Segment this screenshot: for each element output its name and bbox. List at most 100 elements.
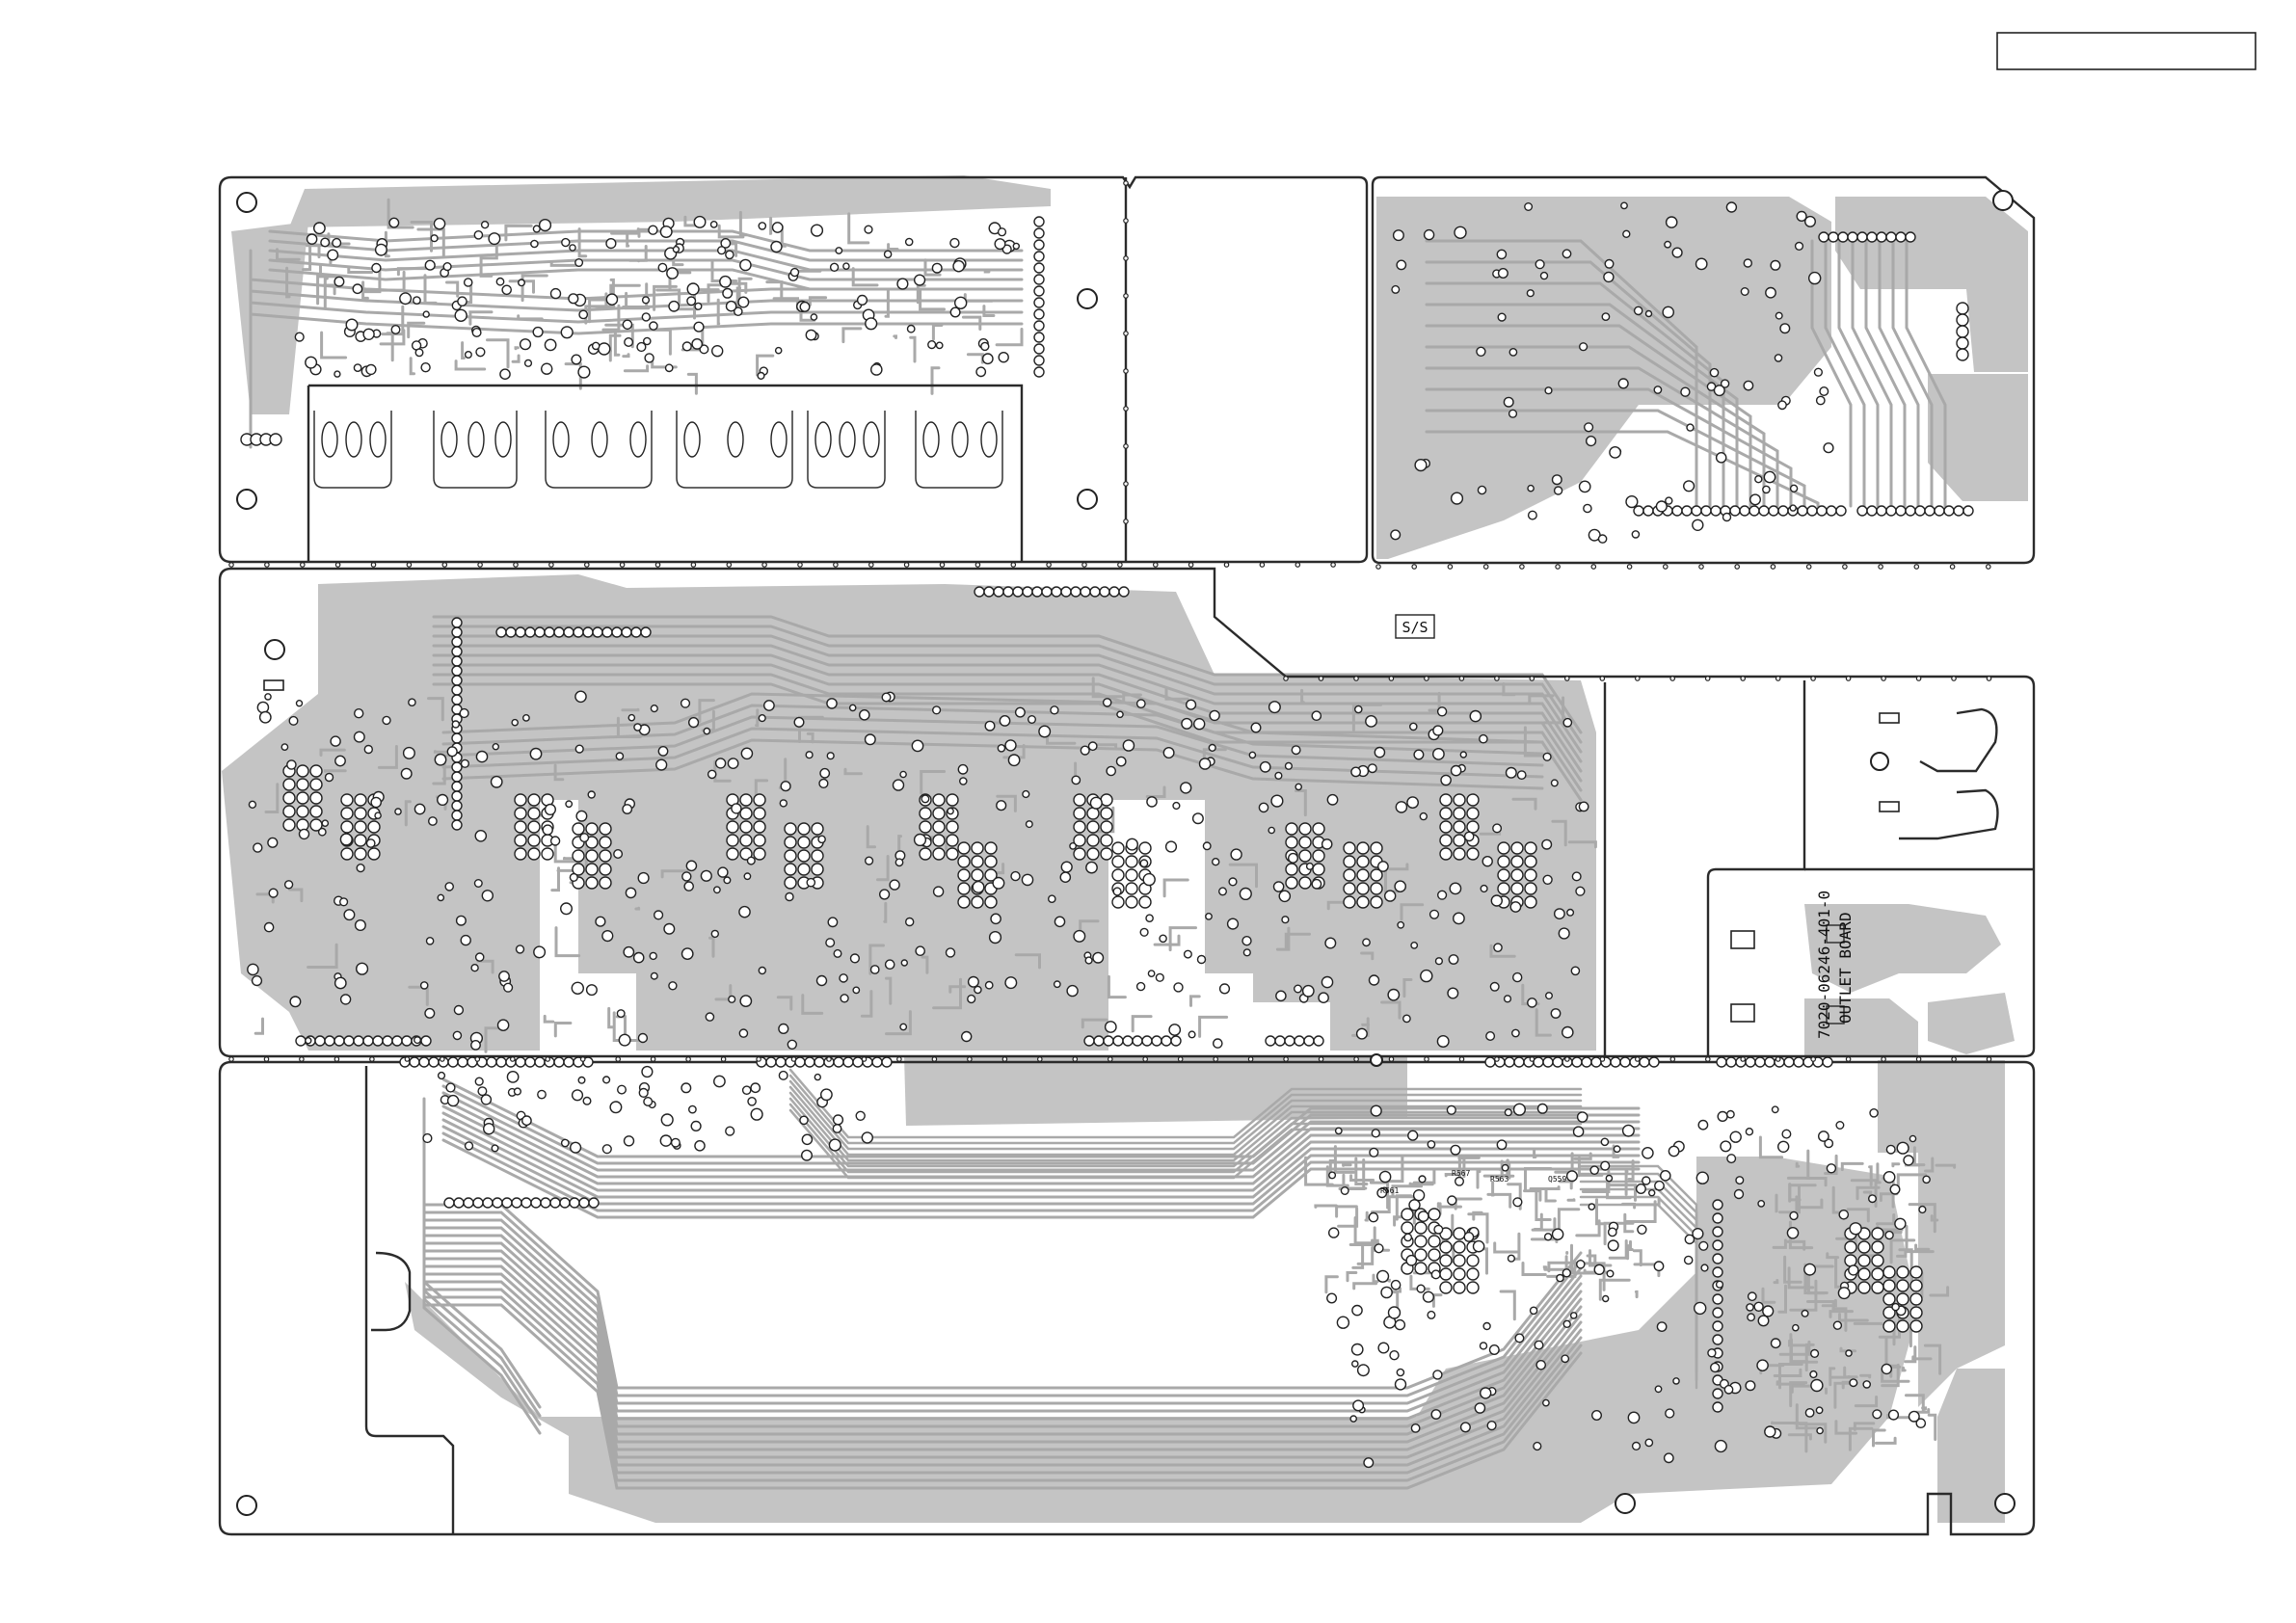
pad — [1833, 1321, 1841, 1329]
connector-pad — [441, 422, 457, 457]
pad — [1794, 1057, 1803, 1067]
pad — [366, 364, 376, 374]
pad — [389, 218, 399, 227]
pad — [933, 821, 945, 833]
perforation — [968, 1057, 972, 1061]
pad — [901, 960, 907, 966]
perforation — [1002, 1057, 1006, 1061]
pad — [465, 279, 472, 286]
pad — [1580, 343, 1588, 351]
pad — [586, 823, 598, 835]
pad — [1127, 838, 1138, 850]
pad — [1240, 889, 1251, 900]
pad — [1695, 1302, 1706, 1314]
perforation — [1706, 677, 1710, 680]
pad — [423, 311, 429, 317]
pad — [631, 627, 641, 637]
pad — [1371, 883, 1382, 894]
trace — [488, 340, 509, 367]
pad — [583, 1098, 591, 1105]
connector-pad — [684, 422, 700, 457]
pad — [1274, 882, 1284, 891]
perforation — [869, 563, 873, 567]
pad — [953, 261, 964, 272]
pad — [933, 706, 941, 714]
pad — [1101, 821, 1112, 833]
pad — [546, 805, 556, 815]
pad — [806, 752, 813, 758]
pad — [1188, 1031, 1195, 1038]
pad — [1487, 1422, 1496, 1430]
pad — [694, 217, 706, 228]
pad — [669, 982, 677, 990]
perforation — [1600, 677, 1604, 680]
pad — [623, 805, 631, 813]
pad — [695, 303, 702, 309]
trace — [325, 771, 345, 772]
perforation — [862, 1057, 866, 1061]
pad — [1126, 896, 1137, 908]
trace — [378, 272, 404, 290]
pad — [1791, 485, 1798, 492]
pad — [1454, 835, 1465, 846]
pad — [958, 896, 970, 908]
pad — [906, 918, 914, 926]
pad — [1181, 783, 1191, 793]
pad — [1355, 705, 1362, 712]
pad — [1572, 1057, 1582, 1067]
pad — [1363, 939, 1370, 945]
perforation — [1591, 565, 1595, 569]
pad — [1782, 1130, 1791, 1138]
pad — [1715, 1441, 1726, 1452]
pad — [798, 864, 810, 875]
pad — [1518, 771, 1526, 779]
perforation — [940, 563, 944, 567]
pad — [1775, 312, 1782, 319]
perforation — [1412, 565, 1416, 569]
perforation — [1882, 1057, 1885, 1061]
pad — [588, 791, 595, 798]
pad — [983, 354, 993, 363]
pad — [1381, 1287, 1392, 1297]
pad — [1013, 243, 1019, 249]
pad — [1897, 1280, 1909, 1291]
pad — [1117, 757, 1126, 765]
pad — [1858, 1241, 1870, 1253]
perforation — [407, 563, 411, 567]
pad — [1415, 1263, 1427, 1274]
pad — [375, 812, 381, 818]
pad — [474, 231, 482, 239]
perforation — [441, 1057, 444, 1061]
trace — [1861, 1375, 1870, 1377]
pad — [812, 225, 823, 236]
pad — [785, 837, 796, 848]
pad — [1364, 1458, 1374, 1468]
pad — [1163, 748, 1174, 758]
mounting-hole — [1871, 753, 1888, 770]
pad — [1642, 1177, 1650, 1184]
perforation — [1319, 1057, 1322, 1061]
perforation — [904, 563, 908, 567]
pad — [1034, 217, 1044, 226]
pad — [289, 717, 298, 726]
pad — [1292, 746, 1300, 755]
pad — [383, 716, 390, 724]
pad — [1827, 506, 1836, 516]
pad — [1312, 711, 1321, 720]
pad — [1485, 1057, 1495, 1067]
pad — [692, 339, 702, 349]
pad — [1112, 856, 1124, 867]
pad — [840, 974, 847, 982]
pad — [1755, 1057, 1765, 1067]
pad — [1344, 883, 1355, 894]
pad — [1436, 958, 1443, 965]
pour-top-right-corner — [1835, 197, 2028, 372]
trace — [1626, 1172, 1627, 1195]
pad — [1428, 1141, 1434, 1148]
pad — [1534, 1443, 1541, 1450]
pad — [650, 952, 656, 959]
perforation — [1636, 1057, 1640, 1061]
pad — [1451, 1145, 1460, 1155]
pad — [452, 656, 462, 666]
pad — [754, 835, 765, 846]
